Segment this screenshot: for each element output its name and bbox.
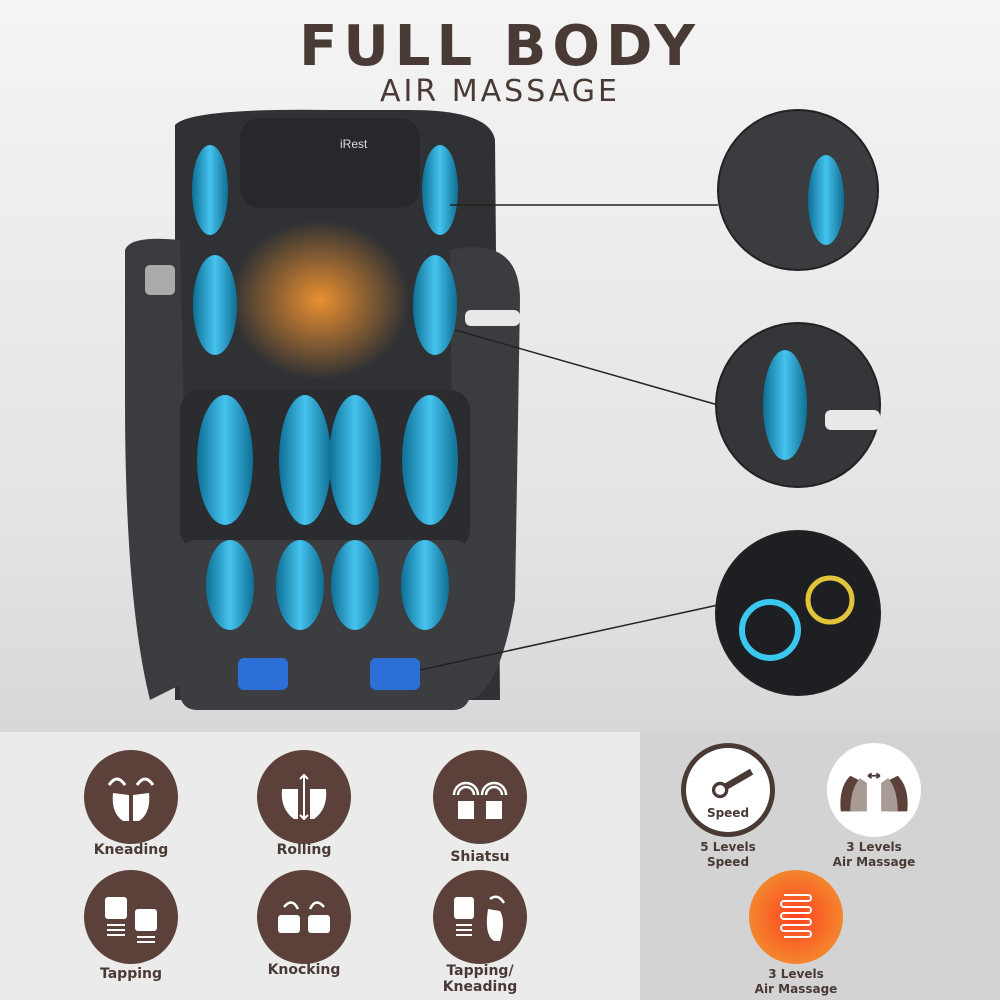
feature-line: 3 Levels (846, 840, 902, 854)
massage-chair-illustration: iRest (125, 109, 881, 710)
knocking-icon (257, 870, 351, 964)
armrest-controls (145, 265, 175, 295)
feature-line: 5 Levels (700, 840, 756, 854)
kneading-hands-icon (84, 750, 178, 844)
speed-icon-text: Speed (706, 806, 750, 820)
speedometer-icon: Speed (681, 743, 775, 837)
armrest-light (465, 310, 520, 326)
tapping-icon (84, 870, 178, 964)
heating-coil-icon (749, 870, 843, 964)
detail-callout-arm (715, 322, 881, 488)
airbags (192, 145, 458, 690)
feature-line: Air Massage (832, 855, 916, 869)
page-title: FULL BODY (299, 14, 701, 79)
tapping-kneading-icon (433, 870, 527, 964)
air-massage-hands-icon (827, 743, 921, 837)
mode-label-shiatsu: Shiatsu (450, 849, 510, 865)
mode-label-rolling: Rolling (276, 842, 332, 858)
detail-callout-foot-rollers (715, 530, 881, 696)
feature-line: Speed (706, 855, 750, 869)
feature-line: 3 Levels (768, 967, 824, 981)
detail-callout-shoulder (717, 109, 879, 271)
callout-lines (419, 204, 719, 671)
heat-zone (230, 220, 410, 380)
mode-label-knocking: Knocking (267, 962, 341, 978)
mode-label-tapping-kneading: Tapping/ Kneading (442, 963, 518, 995)
mode-label-tapping: Tapping (99, 966, 163, 982)
brand-logo: iRest (340, 137, 368, 151)
page-subtitle: AIR MASSAGE (380, 74, 620, 109)
rolling-hands-icon (257, 750, 351, 844)
chair-body: iRest (125, 109, 520, 710)
feature-line: Air Massage (754, 982, 838, 996)
shiatsu-icon (433, 750, 527, 844)
mode-label-kneading: Kneading (93, 842, 169, 858)
